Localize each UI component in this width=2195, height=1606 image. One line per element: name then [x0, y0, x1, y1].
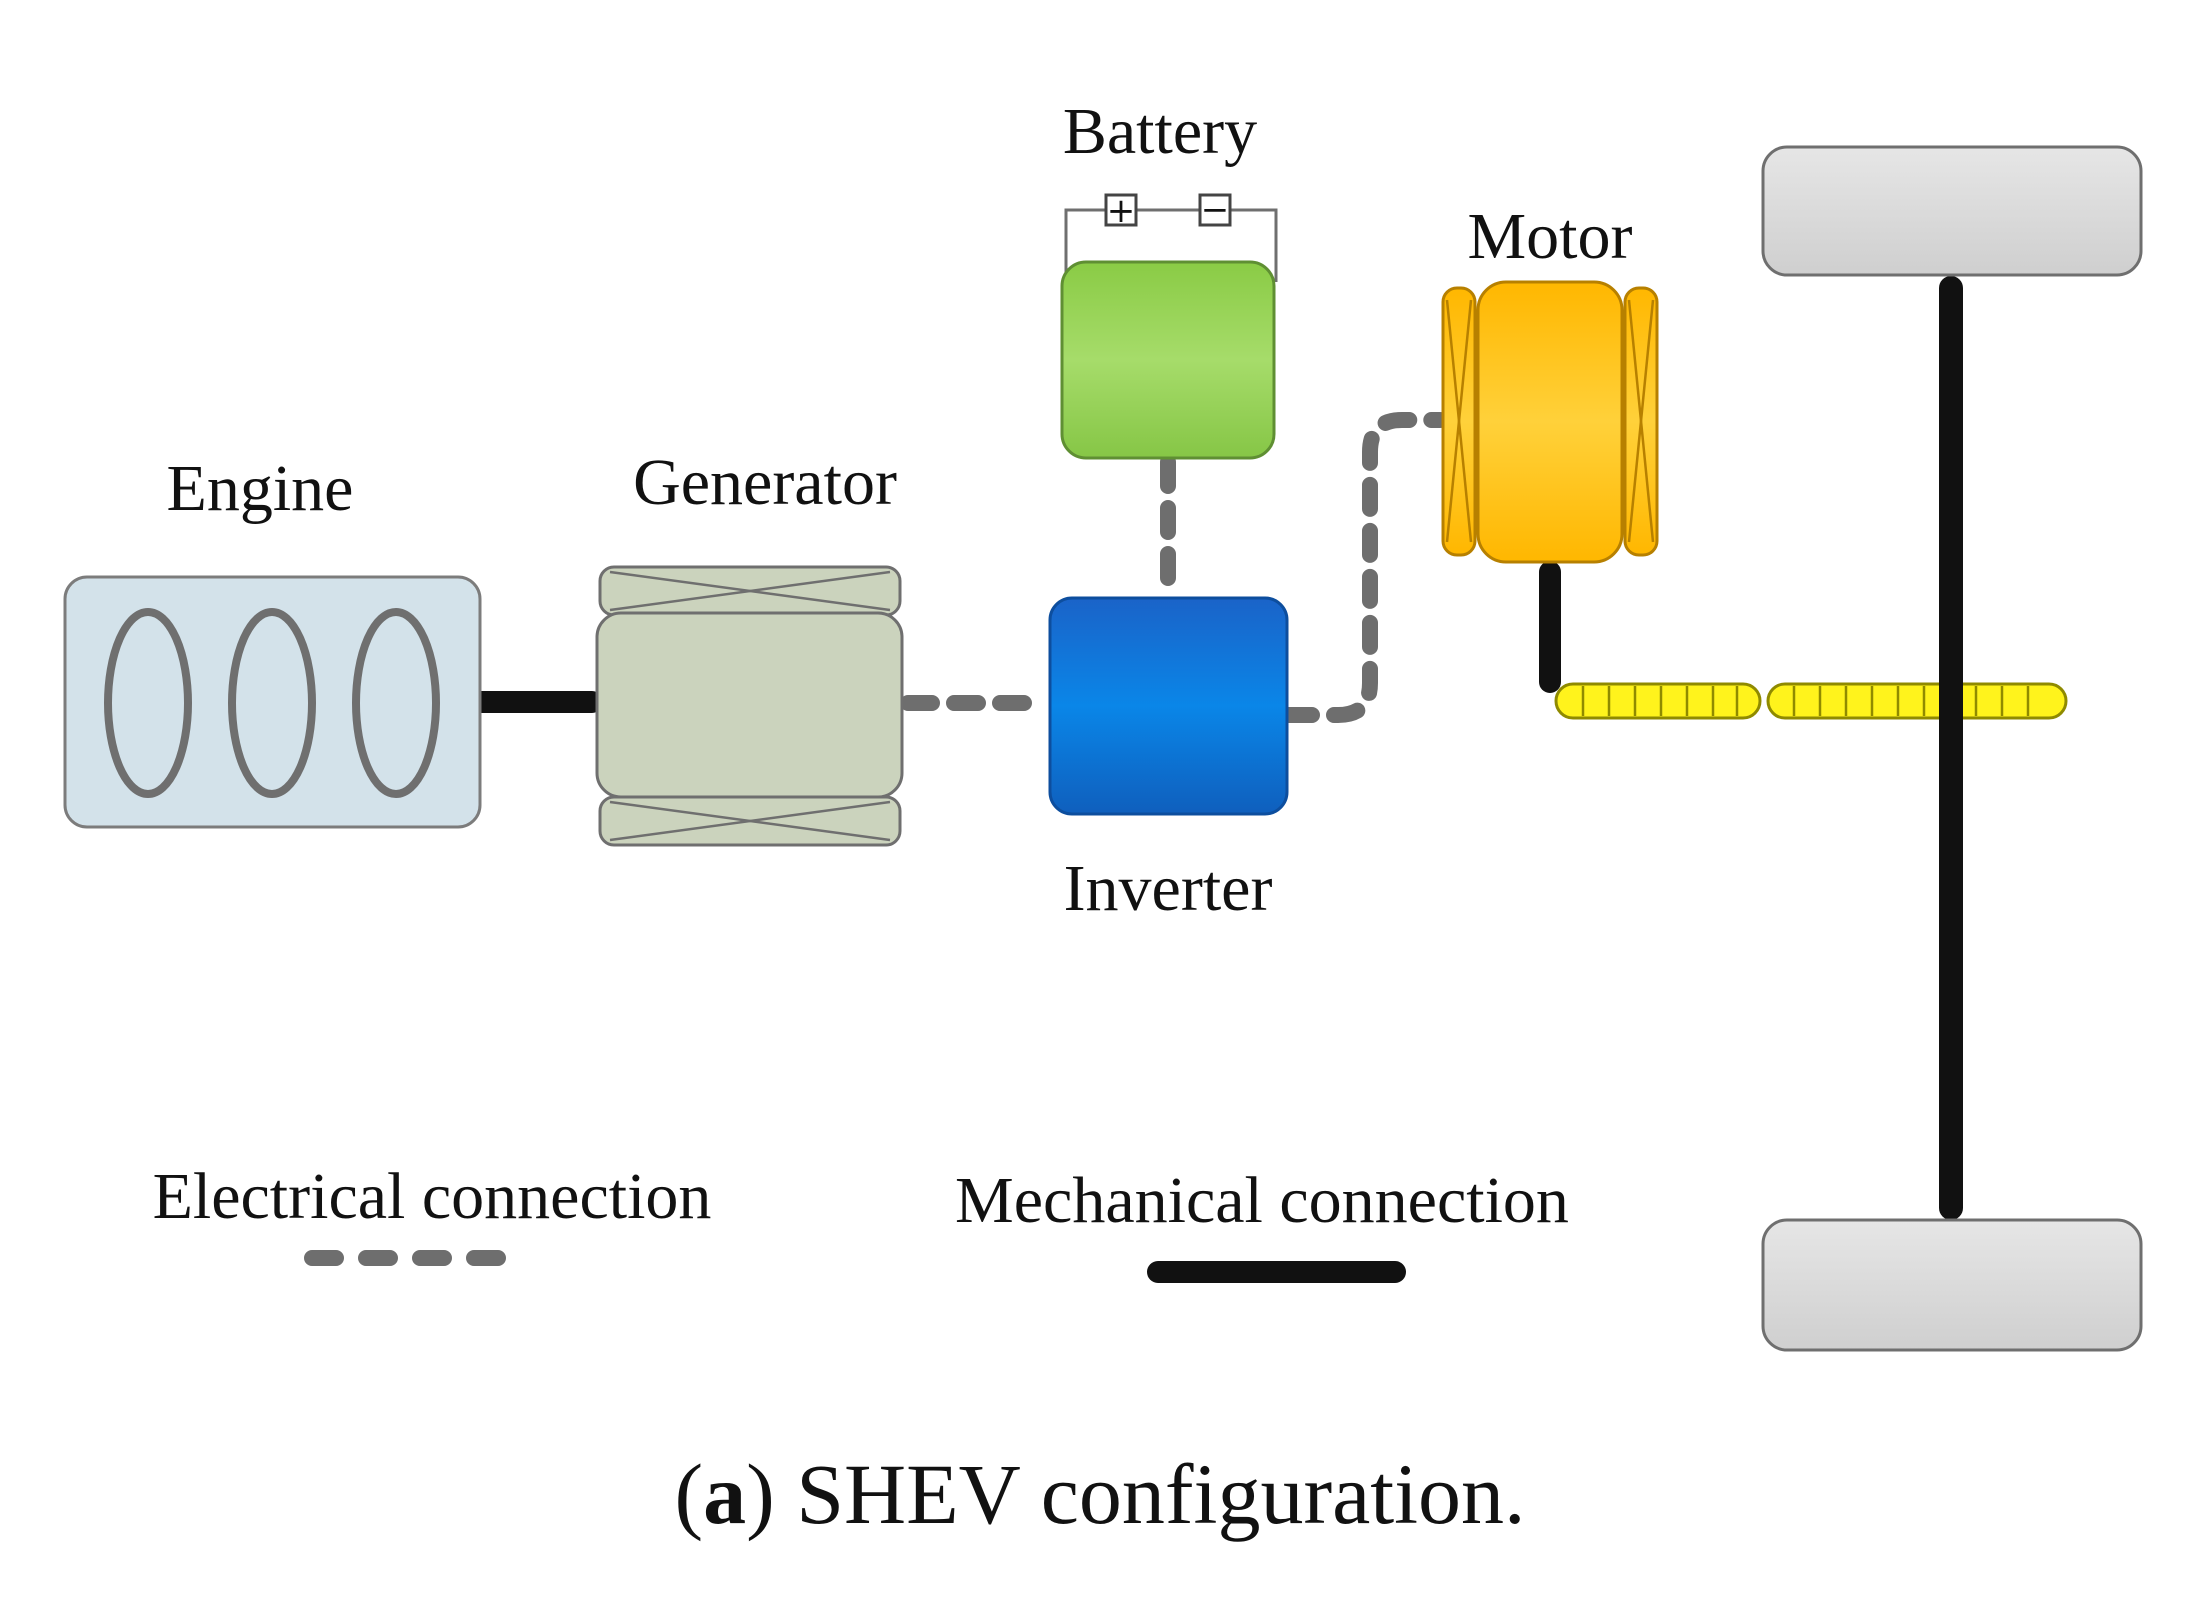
gear-right [1766, 682, 2068, 720]
inverter-label: Inverter [1064, 852, 1273, 925]
engine-label: Engine [167, 452, 354, 525]
elec-inverter-motor [1280, 412, 1448, 723]
engine [63, 575, 482, 829]
wheel-top [1761, 145, 2143, 277]
engine-cylinder-2 [228, 608, 316, 798]
battery-positive-terminal [1104, 193, 1138, 227]
gear-left [1554, 682, 1762, 720]
generator [595, 565, 904, 847]
legend-mechanical-label: Mechanical connection [955, 1164, 1569, 1237]
battery-positive-sign: + [1107, 191, 1136, 231]
inverter [1048, 596, 1289, 816]
caption-letter: a [703, 1446, 746, 1542]
battery-negative-terminal [1198, 193, 1232, 227]
generator-label: Generator [633, 446, 897, 519]
legend-electrical-label: Electrical connection [153, 1160, 712, 1233]
wheel-bottom [1761, 1218, 2143, 1352]
legend: Electrical connection Mechanical connect… [153, 1160, 1569, 1283]
motor [1441, 280, 1659, 564]
engine-cylinder-3 [352, 608, 440, 798]
motor-label: Motor [1468, 200, 1633, 273]
battery-negative-sign: − [1201, 190, 1230, 230]
figure-caption: (a) SHEV configuration. [674, 1446, 1525, 1542]
battery-label: Battery [1063, 95, 1257, 168]
caption-open: ( [674, 1446, 703, 1542]
caption-rest: ) SHEV configuration. [746, 1446, 1525, 1542]
battery: + − [1060, 190, 1278, 460]
engine-cylinder-1 [104, 608, 192, 798]
